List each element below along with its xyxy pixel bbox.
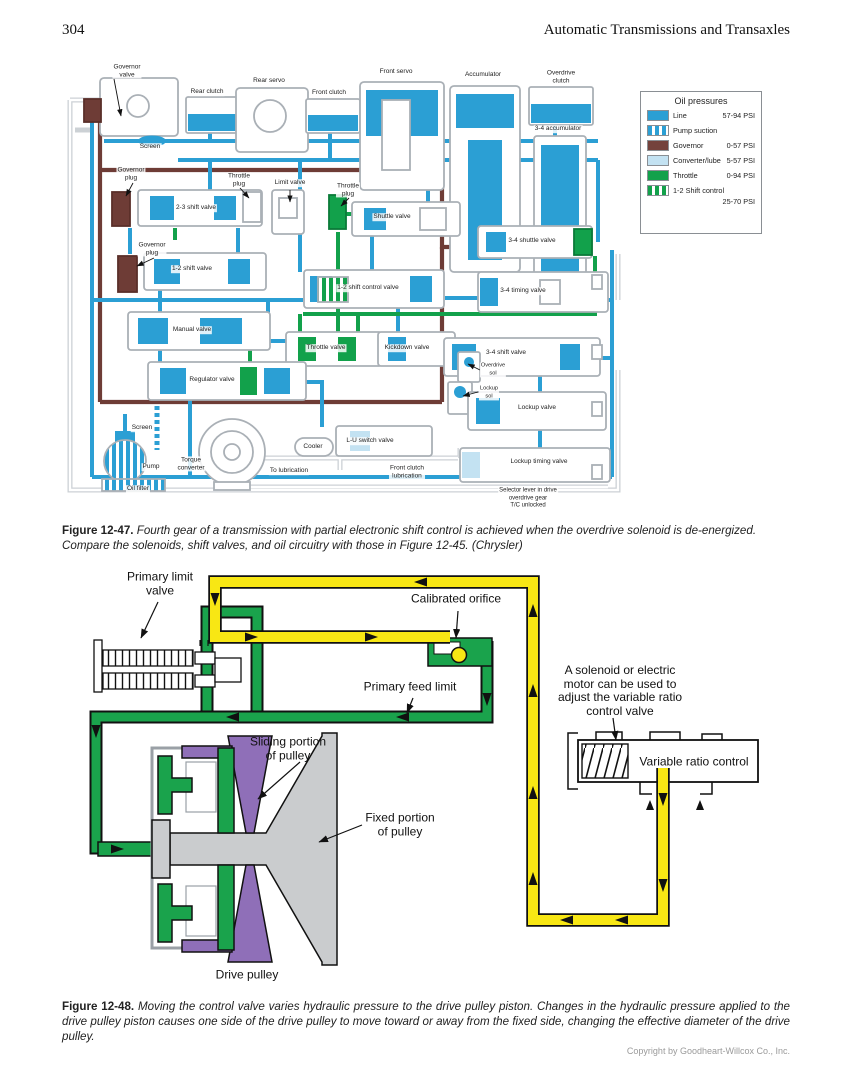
figure-12-47-diagram: [67, 77, 621, 493]
variable-ratio-control-valve: [567, 731, 759, 795]
fig47-label: Overdrive sol: [479, 362, 507, 378]
oil-pressure-legend: Oil pressures Line 57-94 PSI Pump suctio…: [640, 91, 762, 234]
running-head: Automatic Transmissions and Transaxles: [543, 22, 790, 38]
legend-value: 5-57 PSI: [726, 156, 755, 165]
fig47-label: Shuttle valve: [372, 213, 412, 221]
fig47-label: 2-3 shift valve: [174, 204, 218, 212]
converter-lube-swatch: [647, 155, 669, 166]
legend-row-throttle: Throttle 0-94 PSI: [647, 170, 755, 181]
legend-label: Line: [673, 111, 687, 120]
governor-swatch: [647, 140, 669, 151]
legend-label: 1-2 Shift control: [673, 186, 725, 195]
legend-row-converter-lube: Converter/lube 5-57 PSI: [647, 155, 755, 166]
fig47-label: Governor plug: [116, 166, 146, 182]
legend-value: 57-94 PSI: [722, 111, 755, 120]
yellow-pressure-pipes: [208, 575, 670, 927]
fig47-label: Lockup valve: [517, 404, 557, 412]
fig48-label: Sliding portion of pulley: [249, 734, 327, 762]
figure-12-48-caption-text: Moving the control valve varies hydrauli…: [62, 999, 790, 1043]
legend-row-line: Line 57-94 PSI: [647, 110, 755, 121]
fig48-label: Calibrated orifice: [410, 591, 502, 606]
legend-row-shift-control: 1-2 Shift control 25-70 PSI: [647, 185, 755, 206]
fig47-label: Rear clutch: [189, 88, 225, 96]
legend-title: Oil pressures: [674, 96, 728, 106]
fig48-label: Variable ratio control: [639, 754, 749, 769]
figure-12-48-diagram: [89, 575, 759, 966]
fig47-label: Front clutch: [311, 89, 347, 97]
figure-12-47-caption-label: Figure 12-47.: [62, 523, 134, 537]
legend-row-pump-suction: Pump suction: [647, 125, 755, 136]
figure-12-48-caption-label: Figure 12-48.: [62, 999, 135, 1013]
fig47-label: Rear servo: [252, 77, 286, 85]
fig48-label: Primary feed limit: [363, 679, 457, 694]
primary-limit-valve: [93, 639, 242, 693]
fig47-label: To lubrication: [268, 467, 310, 475]
copyright-notice: Copyright by Goodheart-Willcox Co., Inc.: [626, 1046, 790, 1056]
legend-label: Governor: [673, 141, 704, 150]
fig48-label: Primary limit valve: [127, 569, 193, 597]
fig48-label: Drive pulley: [215, 967, 279, 982]
flow-arrows: [91, 577, 704, 925]
fig47-label: Governor valve: [112, 63, 142, 79]
legend-label: Pump suction: [673, 126, 718, 135]
fig48-label: Fixed portion of pulley: [365, 810, 435, 838]
figure-12-47-caption: Figure 12-47. Fourth gear of a transmiss…: [62, 523, 790, 553]
fig47-label: Throttle plug: [335, 182, 361, 198]
fig47-label: Throttle valve: [305, 344, 347, 352]
fig47-label: Throttle plug: [226, 172, 252, 188]
fig47-label: 3-4 shuttle valve: [507, 237, 557, 245]
fig48-label: A solenoid or electric motor can be used…: [557, 663, 683, 718]
legend-row-governor: Governor 0-57 PSI: [647, 140, 755, 151]
fig47-label: Front servo: [378, 68, 414, 76]
fig47-label: Kickdown valve: [383, 344, 431, 352]
fig47-label: Accumulator: [463, 71, 503, 79]
throttle-swatch: [647, 170, 669, 181]
drive-pulley: [150, 732, 338, 966]
legend-value: 0-57 PSI: [726, 141, 755, 150]
fig47-label: Oil filter: [125, 485, 151, 493]
fig47-leader-lines: [113, 78, 481, 397]
valve-components: [83, 77, 611, 492]
figure-12-47-caption-text: Fourth gear of a transmission with parti…: [62, 523, 757, 552]
fig47-label: Lockup timing valve: [509, 458, 569, 466]
fig47-label: Manual valve: [171, 326, 213, 334]
fig47-label: L-U switch valve: [345, 437, 395, 445]
fig47-label: Lockup sol: [478, 385, 500, 401]
orifice-ball: [450, 646, 468, 664]
fig47-label: Front clutch lubrication: [389, 464, 425, 480]
fig47-label: 1-2 shift valve: [170, 265, 214, 273]
legend-value: 0-94 PSI: [726, 171, 755, 180]
page-number: 304: [62, 22, 85, 38]
legend-value: 25-70 PSI: [722, 197, 755, 206]
fig47-label: Cooler: [302, 443, 324, 451]
fig47-label: 1-2 shift control valve: [336, 284, 400, 292]
fig47-label: Overdrive clutch: [545, 69, 577, 85]
fig47-label: Torque converter: [176, 456, 206, 472]
legend-label: Converter/lube: [673, 156, 721, 165]
fig47-label: Screen: [130, 424, 154, 432]
figure-12-48-caption: Figure 12-48. Moving the control valve v…: [62, 999, 790, 1044]
line-swatch: [647, 110, 669, 121]
fig47-label: 3-4 shift valve: [484, 349, 528, 357]
shift-control-swatch: [647, 185, 669, 196]
fig47-label: Governor plug: [137, 241, 167, 257]
fig47-label: Screen: [138, 143, 162, 151]
fig47-label: Pump: [141, 463, 161, 471]
pump-suction-swatch: [647, 125, 669, 136]
legend-label: Throttle: [673, 171, 698, 180]
fig48-leader-lines: [140, 601, 619, 843]
fig47-label: 3-4 accumulator: [533, 125, 583, 133]
fig47-label: Limit valve: [273, 179, 307, 187]
fig47-label: 3-4 timing valve: [499, 287, 547, 295]
fig47-label: Selector lever in drive overdrive gear T…: [498, 487, 558, 511]
fig47-label: Regulator valve: [188, 376, 236, 384]
